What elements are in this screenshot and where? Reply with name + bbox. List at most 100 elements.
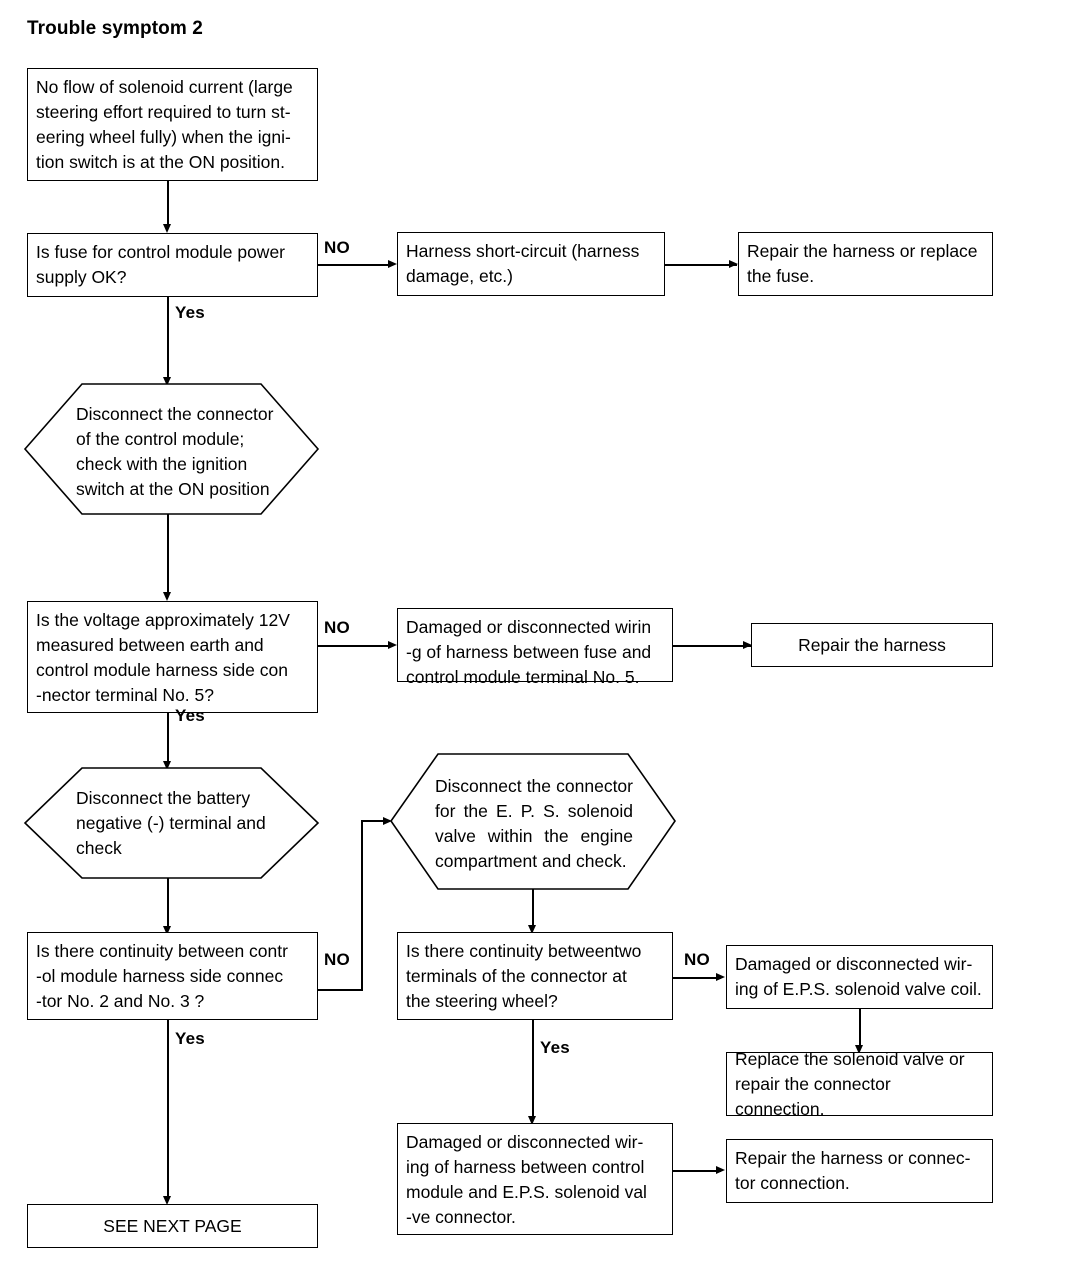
replace-solenoid-line-2: repair the connector connection.: [735, 1073, 891, 1119]
arrowhead-right-voltage-no: [388, 641, 397, 649]
connector-voltage-yes: [167, 713, 169, 765]
branch-label-no-2: NO: [324, 618, 350, 637]
damaged-eps-coil-line-2: ing of E.P.S. solenoid valve coil.: [735, 979, 982, 999]
node-harness-short-circuit: Harness short-circuit (harness damage, e…: [397, 232, 665, 296]
node-see-next-page[interactable]: SEE NEXT PAGE: [27, 1204, 318, 1248]
connector-continuity-module-no-seg2: [361, 820, 363, 990]
question-voltage-line-1: Is the voltage approximately 12V: [36, 610, 290, 630]
repair-harness-connector-line-2: tor connection.: [735, 1173, 850, 1193]
hex2-line-1: Disconnect the battery: [76, 788, 251, 808]
connector-hex3-to-continuity-steering: [532, 889, 534, 929]
arrowhead-down-continuity-steering-yes: [528, 1116, 536, 1125]
arrowhead-right-fuse-no: [388, 260, 397, 268]
node-question-voltage: Is the voltage approximately 12V measure…: [27, 601, 318, 713]
node-damaged-wiring-fuse-module: Damaged or disconnected wirin -g of harn…: [397, 608, 673, 687]
connector-hex1-to-voltage: [167, 514, 169, 596]
node-question-continuity-module: Is there continuity between contr -ol mo…: [27, 932, 318, 1020]
arrowhead-down-symptom-to-fuse: [163, 224, 171, 233]
arrowhead-down-hex1-to-voltage: [163, 592, 171, 601]
arrowhead-right-continuity-steering-no: [716, 973, 725, 981]
connector-continuity-steering-yes: [532, 1020, 534, 1120]
harness-short-line-2: damage, etc.): [406, 266, 513, 286]
continuity-module-line-3: -tor No. 2 and No. 3 ?: [36, 990, 205, 1011]
branch-label-yes-2: Yes: [175, 706, 205, 725]
hex1-line-4: switch at the ON position: [76, 479, 270, 499]
hex1-line-2: of the control module;: [76, 429, 245, 449]
hex-disconnect-eps-text: Disconnect the connector for the E. P. S…: [435, 774, 633, 874]
replace-solenoid-line-1: Replace the solenoid valve or: [735, 1048, 965, 1069]
connector-continuity-module-no-seg3: [361, 820, 390, 822]
node-question-continuity-steering: Is there continuity betweentwo terminals…: [397, 932, 673, 1020]
continuity-steering-line-3: the steering wheel?: [406, 990, 558, 1011]
branch-label-no-3: NO: [324, 950, 350, 969]
damaged-fuse-line-1: Damaged or disconnected wirin: [406, 617, 652, 637]
connector-continuity-steering-no: [673, 977, 721, 979]
arrowhead-right-damaged-to-repair-harness: [743, 641, 752, 649]
hex2-line-3: check: [76, 838, 122, 858]
arrowhead-down-voltage-yes: [163, 761, 171, 770]
node-repair-or-replace-fuse: Repair the harness or replace the fuse.: [738, 232, 993, 296]
symptom-line-4: tion switch is at the ON position.: [36, 152, 285, 172]
node-repair-harness-connector: Repair the harness or connec- tor connec…: [726, 1139, 993, 1203]
connector-voltage-no: [318, 645, 390, 647]
node-hex-disconnect-battery: Disconnect the battery negative (-) term…: [23, 767, 320, 879]
arrowhead-right-continuity-module-no: [383, 817, 392, 825]
connector-damaged-harness-to-repair-connector: [673, 1170, 721, 1172]
repair-replace-line-1: Repair the harness or replace: [747, 241, 978, 261]
hex3-line-4: compartment and check.: [435, 851, 627, 871]
node-repair-harness: Repair the harness: [751, 623, 993, 667]
arrowhead-right-damaged-harness-to-repair-connector: [716, 1166, 725, 1174]
arrowhead-down-hex3-to-continuity-steering: [528, 925, 536, 934]
connector-continuity-module-yes: [167, 1020, 169, 1200]
arrowhead-down-continuity-module-yes: [163, 1196, 171, 1205]
connector-continuity-module-no-seg1: [318, 989, 363, 991]
damaged-fuse-line-2: -g of harness between fuse and: [406, 642, 652, 662]
symptom-line-3: eering wheel fully) when the igni-: [36, 127, 291, 147]
page-title: Trouble symptom 2: [27, 18, 203, 39]
branch-label-no-1: NO: [324, 238, 350, 257]
question-voltage-line-3: control module harness side con: [36, 660, 288, 680]
hex1-line-1: Disconnect the connector: [76, 404, 274, 424]
connector-hex2-to-continuity-module: [167, 878, 169, 930]
continuity-steering-line-2: terminals of the connector at: [406, 965, 627, 986]
branch-label-no-4: NO: [684, 950, 710, 969]
damaged-eps-coil-line-1: Damaged or disconnected wir-: [735, 954, 973, 974]
connector-eps-coil-to-replace: [859, 1009, 861, 1049]
damaged-harness-eps-line-1: Damaged or disconnected wir-: [406, 1132, 644, 1152]
hex3-line-2: for the E. P. S. solenoid: [435, 801, 633, 821]
branch-label-yes-3: Yes: [175, 1029, 205, 1048]
continuity-steering-line-1: Is there continuity betweentwo: [406, 940, 642, 961]
repair-replace-line-2: the fuse.: [747, 266, 815, 286]
hex3-line-1: Disconnect the connector: [435, 776, 633, 796]
hex-disconnect-control-module-text: Disconnect the connector of the control …: [76, 402, 286, 502]
connector-fuse-no: [318, 264, 390, 266]
node-damaged-harness-module-eps: Damaged or disconnected wir- ing of harn…: [397, 1123, 673, 1235]
arrowhead-right-short-to-repair: [729, 260, 738, 268]
hex3-line-3: valve within the engine: [435, 826, 633, 846]
node-question-fuse: Is fuse for control module power supply …: [27, 233, 318, 297]
question-fuse-line-2: supply OK?: [36, 267, 127, 287]
question-voltage-line-2: measured between earth and: [36, 635, 264, 655]
damaged-harness-eps-line-3: module and E.P.S. solenoid val: [406, 1182, 647, 1202]
node-damaged-eps-coil: Damaged or disconnected wir- ing of E.P.…: [726, 945, 993, 1009]
see-next-page-label: SEE NEXT PAGE: [103, 1215, 242, 1236]
damaged-harness-eps-line-4: -ve connector.: [406, 1207, 516, 1227]
arrowhead-down-fuse-yes: [163, 377, 171, 386]
node-replace-solenoid-valve: Replace the solenoid valve or repair the…: [726, 1049, 993, 1119]
connector-short-to-repair: [665, 264, 737, 266]
symptom-line-2: steering effort required to turn st-: [36, 102, 291, 122]
hex-disconnect-battery-text: Disconnect the battery negative (-) term…: [76, 786, 291, 861]
continuity-module-line-2: -ol module harness side connec: [36, 965, 284, 986]
connector-damaged-to-repair-harness: [673, 645, 751, 647]
node-symptom: No flow of solenoid current (large steer…: [27, 68, 318, 181]
symptom-line-1: No flow of solenoid current (large: [36, 77, 293, 97]
hex1-line-3: check with the ignition: [76, 454, 248, 474]
hex2-line-2: negative (-) terminal and: [76, 813, 266, 833]
connector-fuse-yes: [167, 297, 169, 381]
connector-symptom-to-fuse: [167, 181, 169, 225]
arrowhead-down-hex2-to-continuity-module: [163, 926, 171, 935]
node-hex-disconnect-eps-solenoid: Disconnect the connector for the E. P. S…: [390, 753, 676, 890]
repair-harness-connector-line-1: Repair the harness or connec-: [735, 1148, 971, 1168]
question-voltage-line-4: -nector terminal No. 5?: [36, 685, 214, 705]
